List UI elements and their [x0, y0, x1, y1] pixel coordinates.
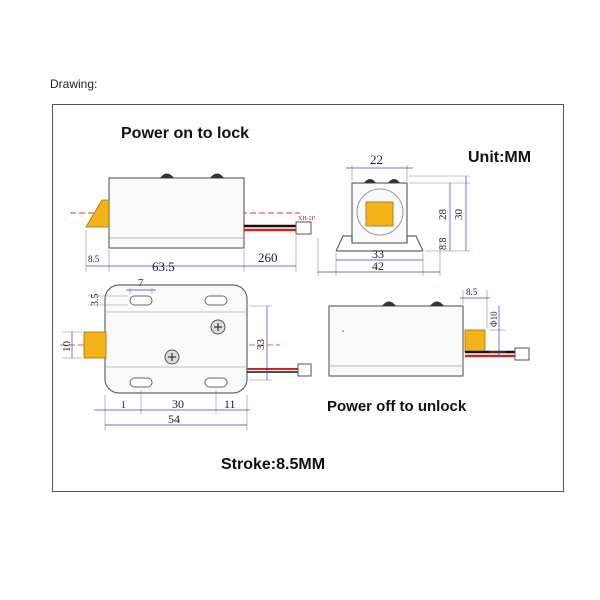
view-end: 22 28 30 8.8 33 42	[317, 152, 470, 276]
dim-stroke: 8.5	[466, 287, 478, 297]
view-side-locked: XH-2P 8.5 63.5 260	[70, 173, 316, 274]
view-top: 7 3.5 10 33 1 30 11 54	[60, 277, 312, 430]
heading-unit: Unit:MM	[468, 149, 532, 166]
heading-power-on-lock: Power on to lock	[121, 125, 250, 142]
lock-bolt	[85, 199, 110, 228]
screw-head	[160, 173, 174, 178]
dim-plate-width: 54	[168, 412, 180, 426]
dim-height: 33	[255, 339, 267, 351]
dim-bolt-diameter: Φ10	[489, 311, 499, 327]
lock-body	[108, 177, 245, 249]
dim-bolt-height: 8.8	[438, 238, 449, 251]
mount-flange-left	[335, 235, 353, 252]
dim-wire: 260	[258, 250, 278, 265]
dim-hole-edge: 11	[224, 397, 236, 411]
dim-bolt: 8.5	[88, 254, 100, 264]
view-side-unlocked: 8.5 Φ10	[328, 287, 530, 377]
lock-body	[328, 305, 464, 377]
lock-body-end	[351, 182, 408, 244]
connector	[514, 347, 530, 361]
dim-height-total: 30	[453, 209, 465, 221]
dim-width: 22	[370, 152, 383, 167]
drawing-caption: Drawing:	[50, 77, 98, 91]
screw-head	[382, 301, 396, 306]
lock-bolt-end	[365, 201, 394, 227]
dim-base-inner: 33	[372, 247, 384, 261]
lock-bolt-top	[83, 331, 107, 359]
mount-slot	[129, 377, 153, 388]
mount-slot	[204, 377, 228, 388]
connector	[297, 363, 312, 377]
mount-slot	[129, 295, 153, 306]
mount-flange-right	[406, 235, 424, 252]
drawing-frame	[52, 104, 564, 492]
connector-label: XH-2P	[298, 216, 316, 222]
dim-edge: 3.5	[90, 294, 101, 307]
dim-offset: 1	[121, 400, 126, 411]
screw-head	[430, 301, 444, 306]
dim-slot: 7	[138, 277, 144, 289]
dim-base-outer: 42	[372, 259, 384, 273]
dim-bolt-width: 10	[61, 341, 73, 353]
connector	[295, 221, 312, 235]
dim-hole-spacing: 30	[172, 397, 184, 411]
screw-head	[364, 179, 376, 183]
lock-bolt-retracted	[464, 329, 486, 353]
heading-power-off-unlock: Power off to unlock	[327, 398, 467, 415]
dim-height-body: 28	[437, 209, 449, 221]
screw-head	[210, 173, 224, 178]
dim-length: 63.5	[152, 259, 175, 274]
mount-slot	[204, 295, 228, 306]
screw-head	[388, 179, 400, 183]
heading-stroke: Stroke:8.5MM	[221, 456, 326, 473]
